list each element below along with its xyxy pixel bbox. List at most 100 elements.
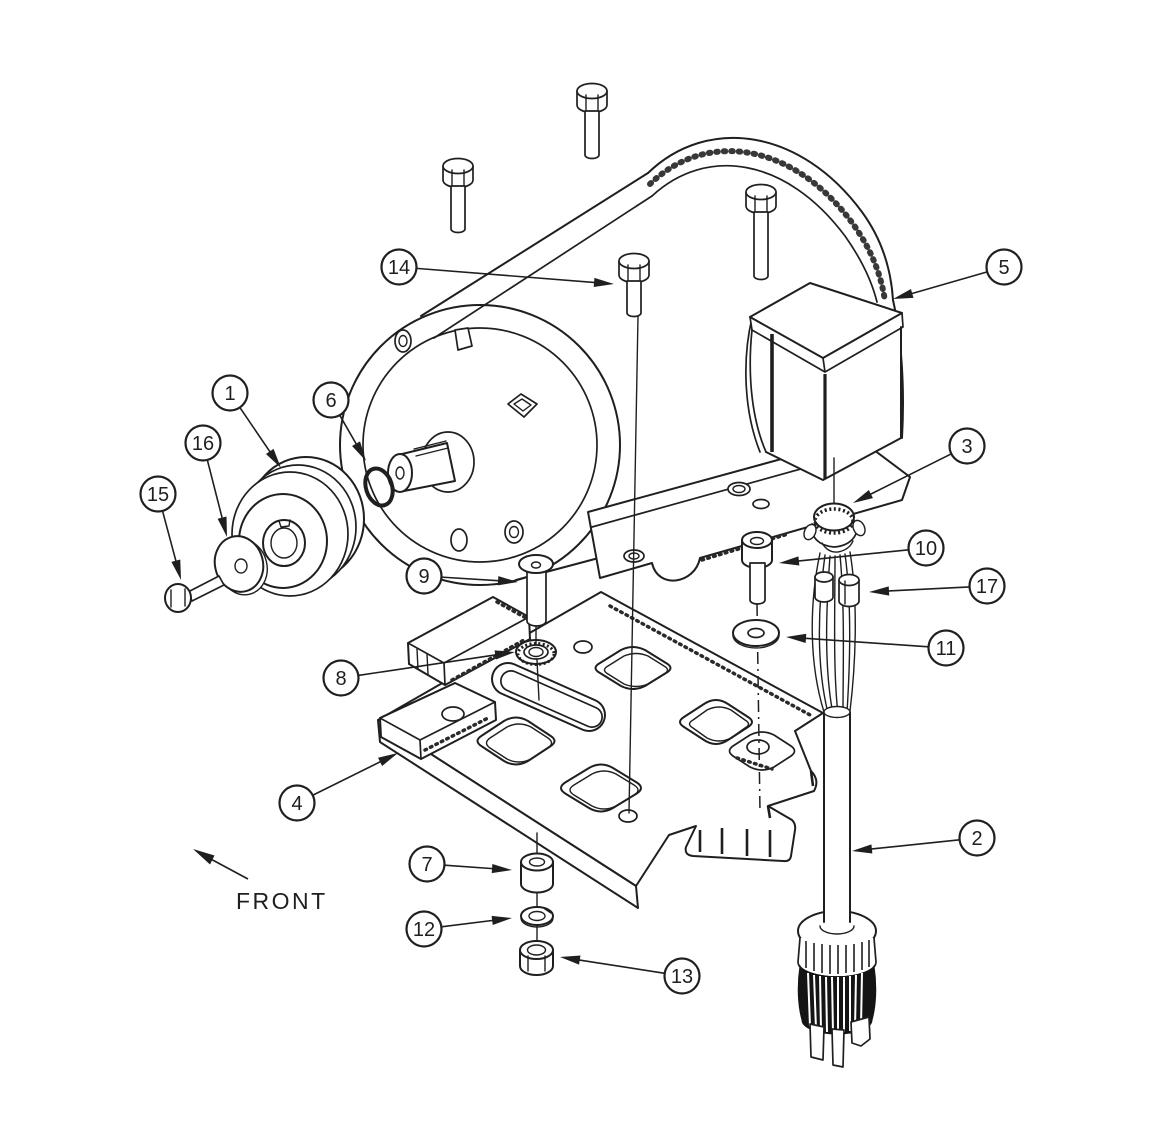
callout-balloon xyxy=(278,784,316,822)
strain-relief xyxy=(803,457,866,553)
hex-nut-13 xyxy=(519,940,554,976)
callout-balloon xyxy=(948,427,986,465)
pulley-bolt-15 xyxy=(164,575,225,613)
plug-body xyxy=(797,964,877,1035)
bolt14-alignment-line xyxy=(628,315,639,814)
front-label: FRONT xyxy=(236,888,328,914)
power-cord xyxy=(797,705,877,1068)
callout-arrow-icon xyxy=(852,844,873,854)
hex-bolt xyxy=(576,82,608,160)
front-direction: FRONT xyxy=(193,849,328,914)
callout-arrow-icon xyxy=(217,516,227,537)
callout-arrow-icon xyxy=(378,753,398,766)
plate-cutouts xyxy=(476,646,753,813)
plate-slot xyxy=(491,662,606,732)
junction-box xyxy=(745,282,904,481)
callout-number: 12 xyxy=(413,919,435,941)
callout-balloon xyxy=(380,248,418,286)
callout-arrow-icon xyxy=(491,864,512,874)
lock-washer-12 xyxy=(520,906,554,928)
callout-2: 2 xyxy=(852,819,996,857)
callout-number: 13 xyxy=(671,966,693,988)
hex-bolt xyxy=(442,157,474,234)
callout-6: 6 xyxy=(312,381,366,461)
callout-15: 15 xyxy=(139,475,181,580)
callout-number: 7 xyxy=(421,854,432,876)
callout-arrow-icon xyxy=(893,289,914,299)
hex-bolt xyxy=(618,252,650,318)
callout-arrow-icon xyxy=(786,633,807,643)
motor-body xyxy=(169,136,904,604)
callout-arrow-icon xyxy=(352,441,366,461)
socket-bolt-10 xyxy=(741,531,773,605)
callout-balloon xyxy=(968,567,1006,605)
motor-lead-wires xyxy=(811,551,856,715)
callout-number: 17 xyxy=(976,576,998,598)
callout-arrow-icon xyxy=(853,489,873,503)
front-arrow-icon xyxy=(193,849,215,865)
callout-balloon xyxy=(312,381,350,419)
callout-arrow-icon xyxy=(869,586,890,596)
flat-washer-11 xyxy=(732,619,780,649)
callout-balloon xyxy=(663,957,701,995)
plug-prongs xyxy=(809,1016,871,1068)
callout-5: 5 xyxy=(893,248,1023,299)
callout-1: 1 xyxy=(211,374,281,468)
callout-balloon xyxy=(958,819,996,857)
callout-number: 2 xyxy=(971,828,982,850)
motor-shaft xyxy=(387,431,475,493)
motor-rear-bell xyxy=(647,136,894,301)
callout-13: 13 xyxy=(560,955,701,995)
callout-balloon xyxy=(405,557,443,595)
callout-balloon xyxy=(405,910,443,948)
callout-arrow-icon xyxy=(593,277,614,288)
callout-14: 14 xyxy=(380,248,614,288)
callout-arrow-icon xyxy=(265,448,281,468)
callout-number: 3 xyxy=(961,436,972,458)
plate-corner-boss xyxy=(379,682,497,760)
callout-number: 8 xyxy=(335,668,346,690)
callout-arrow-icon xyxy=(491,915,512,926)
callout-number: 11 xyxy=(936,638,957,660)
callout-number: 15 xyxy=(147,484,169,506)
callout-number: 10 xyxy=(915,538,937,560)
callout-4: 4 xyxy=(278,753,398,822)
callout-arrow-icon xyxy=(171,559,181,580)
hex-bolts-top xyxy=(442,82,777,318)
callout-balloon xyxy=(211,374,249,412)
callout-number: 4 xyxy=(291,793,302,815)
callout-balloon xyxy=(927,629,965,667)
callout-arrow-icon xyxy=(494,650,515,660)
callout-number: 1 xyxy=(224,383,235,405)
callout-balloon xyxy=(408,845,446,883)
callout-11: 11 xyxy=(786,629,965,667)
callout-number: 9 xyxy=(418,566,429,588)
callout-balloon xyxy=(139,475,177,513)
spacer-washer-nut-stack xyxy=(519,832,554,976)
pulley xyxy=(231,456,365,597)
callout-number: 16 xyxy=(192,433,214,455)
callout-9: 9 xyxy=(405,557,518,595)
callout-12: 12 xyxy=(405,910,512,948)
flathead-bolt-9 xyxy=(518,554,554,701)
spacer-7 xyxy=(520,852,554,894)
callout-17: 17 xyxy=(869,567,1006,605)
grommet xyxy=(515,639,557,666)
callout-3: 3 xyxy=(853,427,986,503)
callout-number: 14 xyxy=(388,257,410,279)
plug-collar xyxy=(797,937,877,978)
callout-balloon xyxy=(184,424,222,462)
callout-arrow-icon xyxy=(560,955,581,965)
callout-16: 16 xyxy=(184,424,227,537)
callout-balloon xyxy=(985,248,1023,286)
pulley-washer-16 xyxy=(213,535,268,596)
callout-number: 6 xyxy=(325,390,336,412)
hex-bolt xyxy=(745,183,777,281)
callout-arrow-icon xyxy=(779,556,800,566)
cord-grip xyxy=(814,571,860,608)
motor-face-outer xyxy=(339,304,621,586)
shaft-key-6 xyxy=(363,466,395,508)
